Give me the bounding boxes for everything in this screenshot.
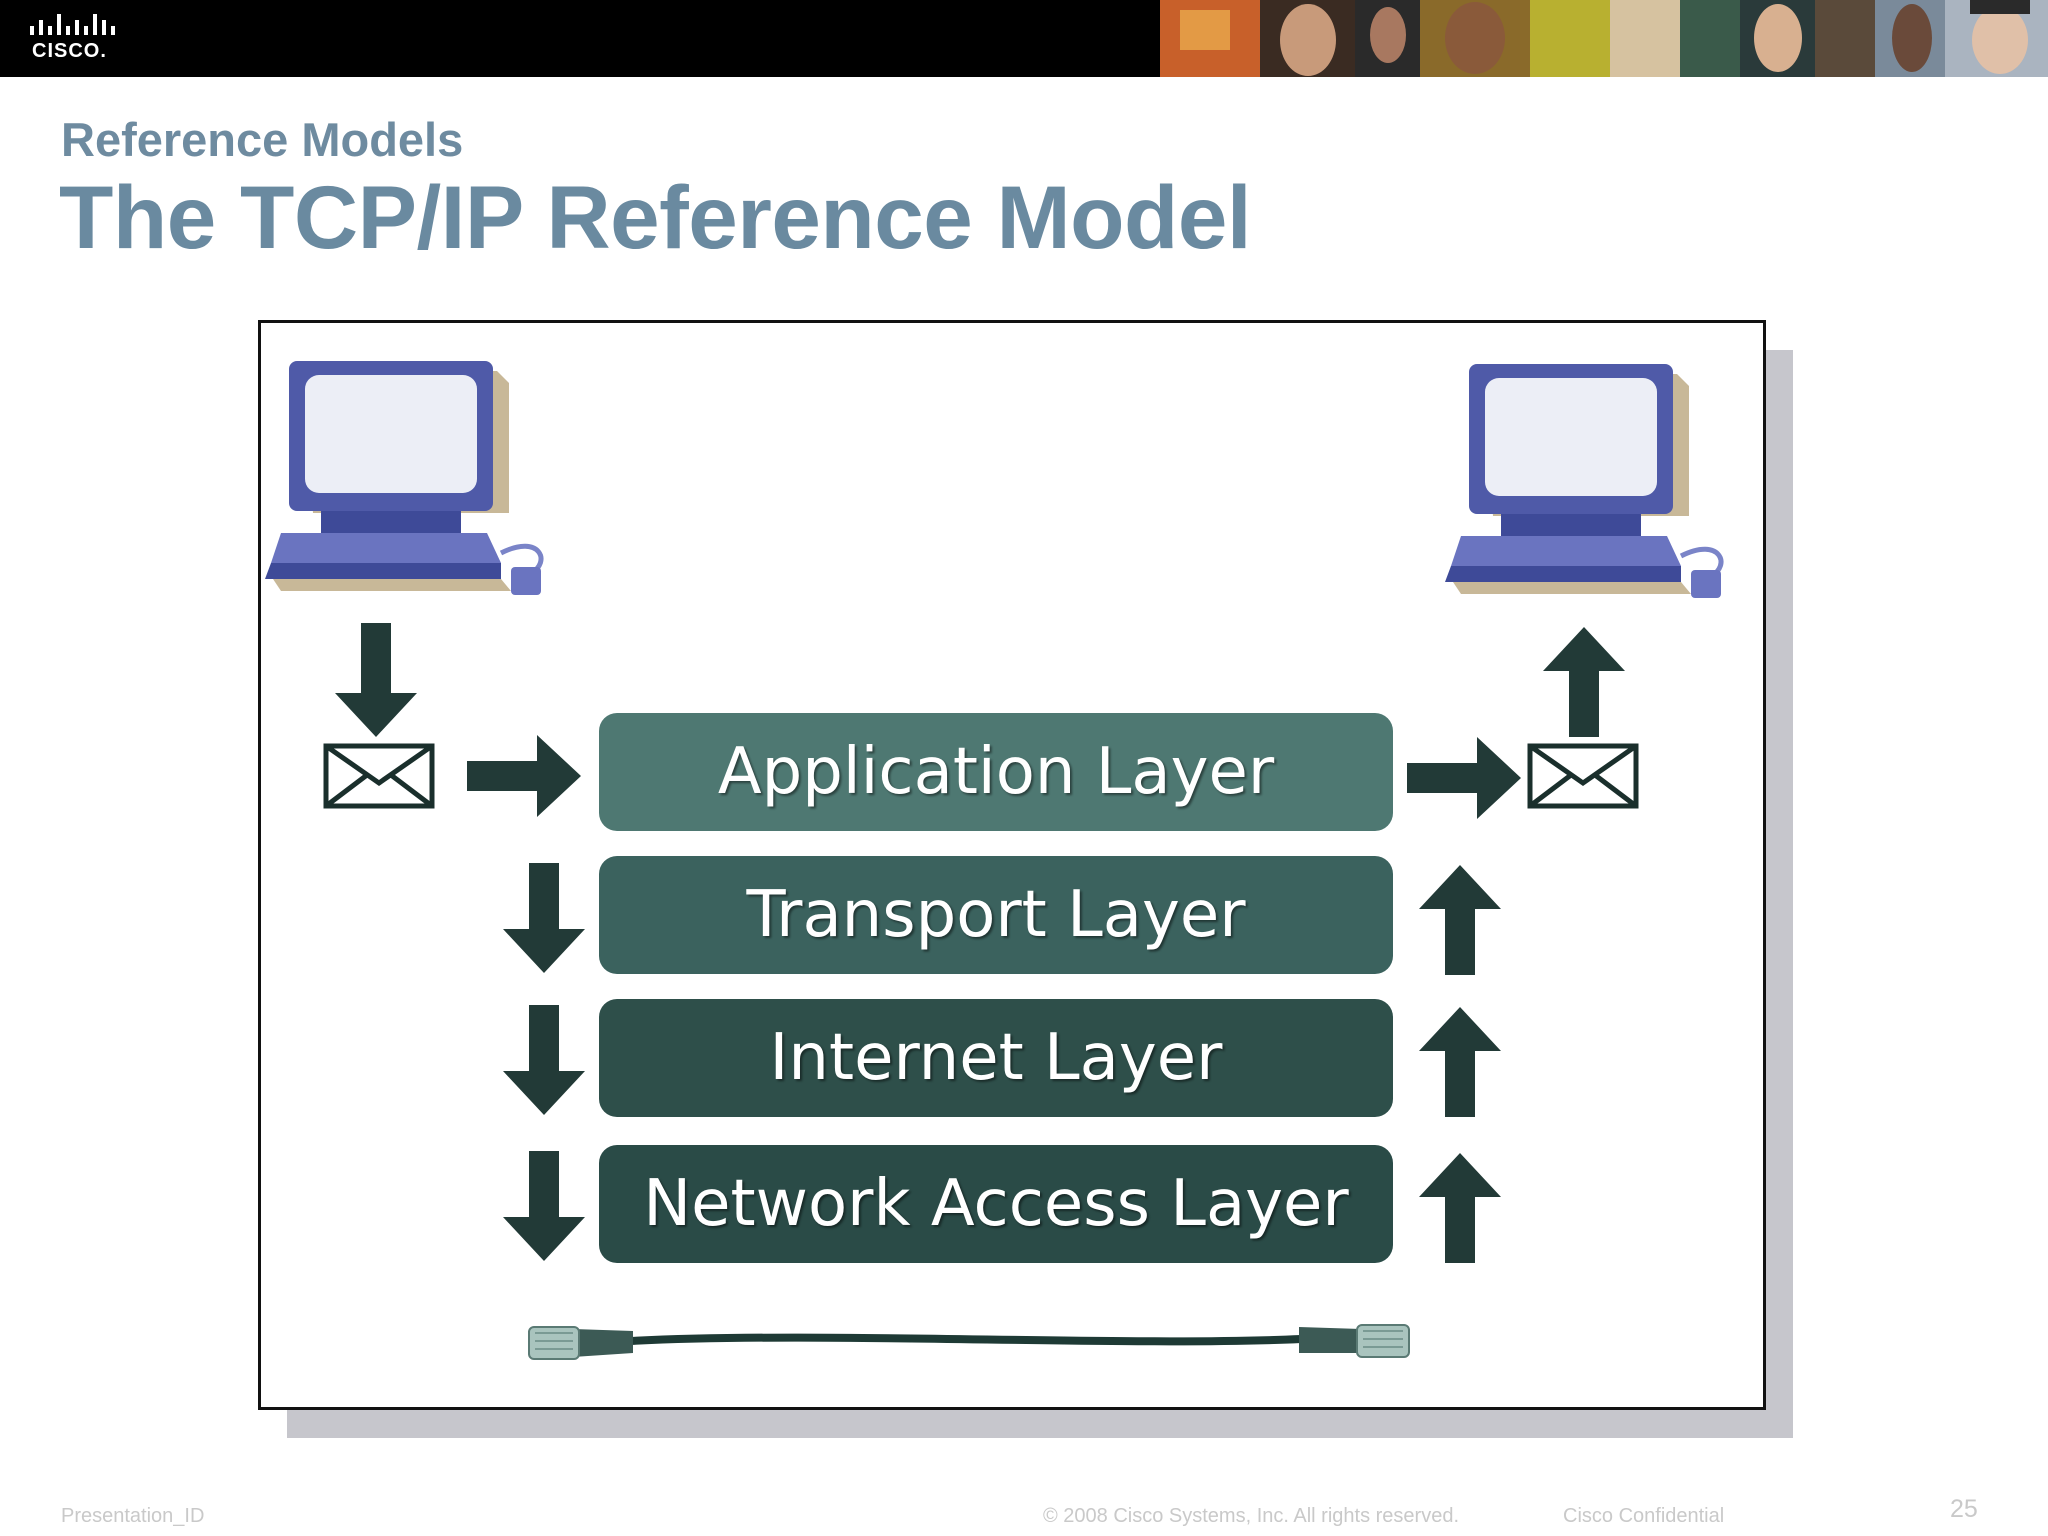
- logo-wordmark: CISCO.: [32, 40, 107, 62]
- transport-layer: Transport Layer: [599, 856, 1393, 974]
- arrow-up-icon: [1419, 865, 1501, 975]
- people-photo-banner: [1160, 0, 2048, 77]
- envelope-icon: [323, 743, 435, 809]
- network-cable-icon: [528, 1324, 1410, 1360]
- slide-subtitle: Reference Models: [61, 113, 464, 166]
- computer-icon: [265, 361, 544, 595]
- top-banner-bar: CISCO.: [0, 0, 2048, 77]
- arrow-right-icon: [467, 735, 581, 817]
- presentation-id: Presentation_ID: [61, 1505, 205, 1527]
- arrow-up-icon: [1543, 627, 1625, 737]
- computer-icon: [1445, 364, 1724, 598]
- arrow-down-icon: [335, 623, 417, 737]
- application-layer: Application Layer: [599, 713, 1393, 831]
- confidential-label: Cisco Confidential: [1563, 1505, 1725, 1527]
- internet-layer: Internet Layer: [599, 999, 1393, 1117]
- arrow-up-icon: [1419, 1007, 1501, 1117]
- arrow-down-icon: [503, 1005, 585, 1115]
- copyright-text: © 2008 Cisco Systems, Inc. All rights re…: [1043, 1505, 1460, 1527]
- arrow-right-icon: [1407, 737, 1521, 819]
- envelope-icon: [1527, 743, 1639, 809]
- network-access-layer: Network Access Layer: [599, 1145, 1393, 1263]
- slide-title: The TCP/IP Reference Model: [59, 167, 1252, 267]
- page-number: 25: [1950, 1495, 1978, 1523]
- arrow-down-icon: [503, 863, 585, 973]
- arrow-up-icon: [1419, 1153, 1501, 1263]
- arrow-down-icon: [503, 1151, 585, 1261]
- cisco-logo-icon: [30, 14, 115, 35]
- tcpip-diagram: Application Layer Transport Layer Intern…: [258, 320, 1766, 1410]
